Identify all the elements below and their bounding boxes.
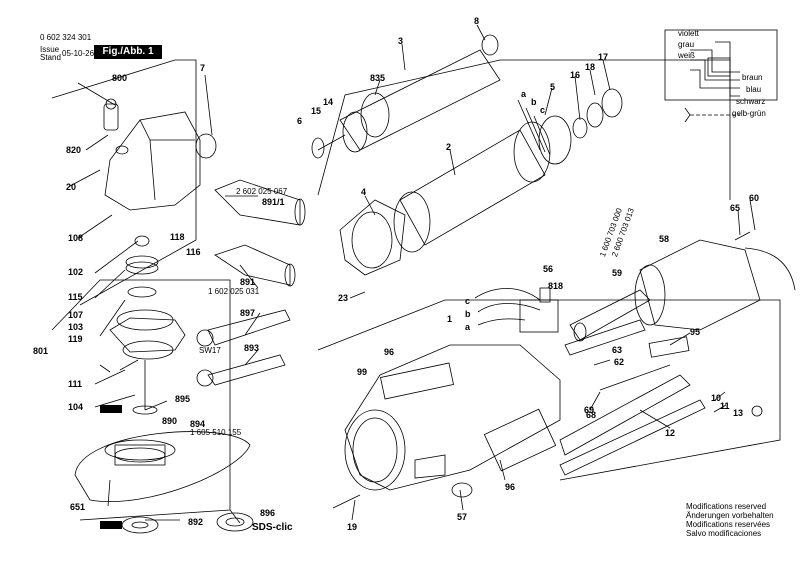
wire-color-weiss: weiß xyxy=(678,51,695,60)
wire-color-gelb-gruen: gelb-grün xyxy=(732,109,766,118)
part-label-19: 19 xyxy=(347,522,358,532)
part-label-894: 894 xyxy=(190,419,206,429)
part-label-891: 891 xyxy=(240,277,256,287)
part-label-118: 118 xyxy=(170,232,185,242)
part-label-818: 818 xyxy=(548,281,564,291)
part-label-13: 13 xyxy=(733,408,744,418)
part-label-62: 62 xyxy=(614,357,625,367)
part-label-115: 115 xyxy=(68,292,83,302)
part-label-59: 59 xyxy=(612,268,623,278)
document-number: 0 602 324 301 xyxy=(40,33,92,42)
part-label-65: 65 xyxy=(730,203,741,213)
wrench-size-label: SW17 xyxy=(199,346,221,355)
wire-color-violett: violett xyxy=(678,29,699,38)
part-label-11: 11 xyxy=(720,401,730,411)
part-label-111: 111 xyxy=(68,379,83,389)
wire-marker-b2: b xyxy=(465,309,471,319)
handle-part-number-2: 1 602 025 031 xyxy=(208,287,260,296)
part-label-801: 801 xyxy=(33,346,49,356)
wire-marker-b: b xyxy=(531,97,537,107)
part-label-58: 58 xyxy=(659,234,670,244)
stand-label: Stand xyxy=(40,53,61,62)
part-label-12: 12 xyxy=(665,428,676,438)
wire-color-braun: braun xyxy=(742,73,763,82)
part-label-10: 10 xyxy=(711,393,722,403)
part-label-800: 800 xyxy=(112,73,128,83)
wire-marker-a2: a xyxy=(465,322,471,332)
part-label-63: 63 xyxy=(612,345,623,355)
part-label-651: 651 xyxy=(70,502,86,512)
part-label-892: 892 xyxy=(188,517,204,527)
wire-marker-c2: c xyxy=(465,296,471,306)
handle-part-number-1: 2 602 025 067 xyxy=(236,187,288,196)
wire-color-schwarz: schwarz xyxy=(736,97,766,106)
part-label-7: 7 xyxy=(200,63,206,73)
part-label-14: 14 xyxy=(323,97,334,107)
part-label-890: 890 xyxy=(162,416,178,426)
part-label-104: 104 xyxy=(68,402,84,412)
modifications-line-de: Änderungen vorbehalten xyxy=(686,511,774,520)
part-label-20: 20 xyxy=(66,182,77,192)
part-label-69: 69 xyxy=(584,405,595,415)
part-label-896: 896 xyxy=(260,508,276,518)
modifications-notice: Modifications reserved Änderungen vorbeh… xyxy=(686,502,774,538)
part-label-68: 68 xyxy=(586,410,597,420)
part-label-95: 95 xyxy=(690,327,701,337)
issue-date: 05-10-26 xyxy=(62,49,95,58)
part-label-18: 18 xyxy=(585,62,596,72)
part-label-4: 4 xyxy=(361,187,367,197)
modifications-line-en: Modifications reserved xyxy=(686,502,767,511)
part-label-891-1: 891/1 xyxy=(262,197,285,207)
part-label-5: 5 xyxy=(550,82,556,92)
issue-label: Issue xyxy=(40,45,60,54)
part-label-6: 6 xyxy=(297,116,303,126)
part-label-1: 1 xyxy=(447,314,453,324)
part-label-893: 893 xyxy=(244,343,260,353)
wire-color-grau: grau xyxy=(678,40,695,49)
figure-tab: Fig./Abb. 1 xyxy=(94,45,162,59)
modifications-line-es: Salvo modificaciones xyxy=(686,529,762,538)
part-label-835: 835 xyxy=(370,73,386,83)
part-label-17: 17 xyxy=(598,52,609,62)
part-label-57: 57 xyxy=(457,512,468,522)
part-label-99: 99 xyxy=(357,367,368,377)
part-label-56: 56 xyxy=(543,264,554,274)
part-label-102: 102 xyxy=(68,267,84,277)
sds-clic-label: SDS-clic xyxy=(252,522,293,533)
part-label-96-top: 96 xyxy=(384,347,395,357)
part-label-895: 895 xyxy=(175,394,191,404)
part-label-108: 108 xyxy=(68,233,84,243)
part-label-103: 103 xyxy=(68,322,84,332)
modifications-line-fr: Modifications reservées xyxy=(686,520,771,529)
part-label-119: 119 xyxy=(68,334,83,344)
part-label-60: 60 xyxy=(749,193,760,203)
part-label-15: 15 xyxy=(311,106,322,116)
part-label-96-bottom: 96 xyxy=(505,482,516,492)
wire-marker-c: c xyxy=(540,105,546,115)
guard-part-number: 1 605 510 155 xyxy=(190,428,242,437)
part-label-116: 116 xyxy=(186,247,201,257)
part-label-3: 3 xyxy=(398,36,404,46)
part-label-8: 8 xyxy=(474,16,480,26)
part-label-107: 107 xyxy=(68,310,84,320)
part-label-23: 23 xyxy=(338,293,349,303)
wire-color-blau: blau xyxy=(746,85,762,94)
part-label-16: 16 xyxy=(570,70,581,80)
wire-marker-a: a xyxy=(521,89,527,99)
part-label-820: 820 xyxy=(66,145,82,155)
part-label-897: 897 xyxy=(240,308,256,318)
part-label-2: 2 xyxy=(446,142,452,152)
